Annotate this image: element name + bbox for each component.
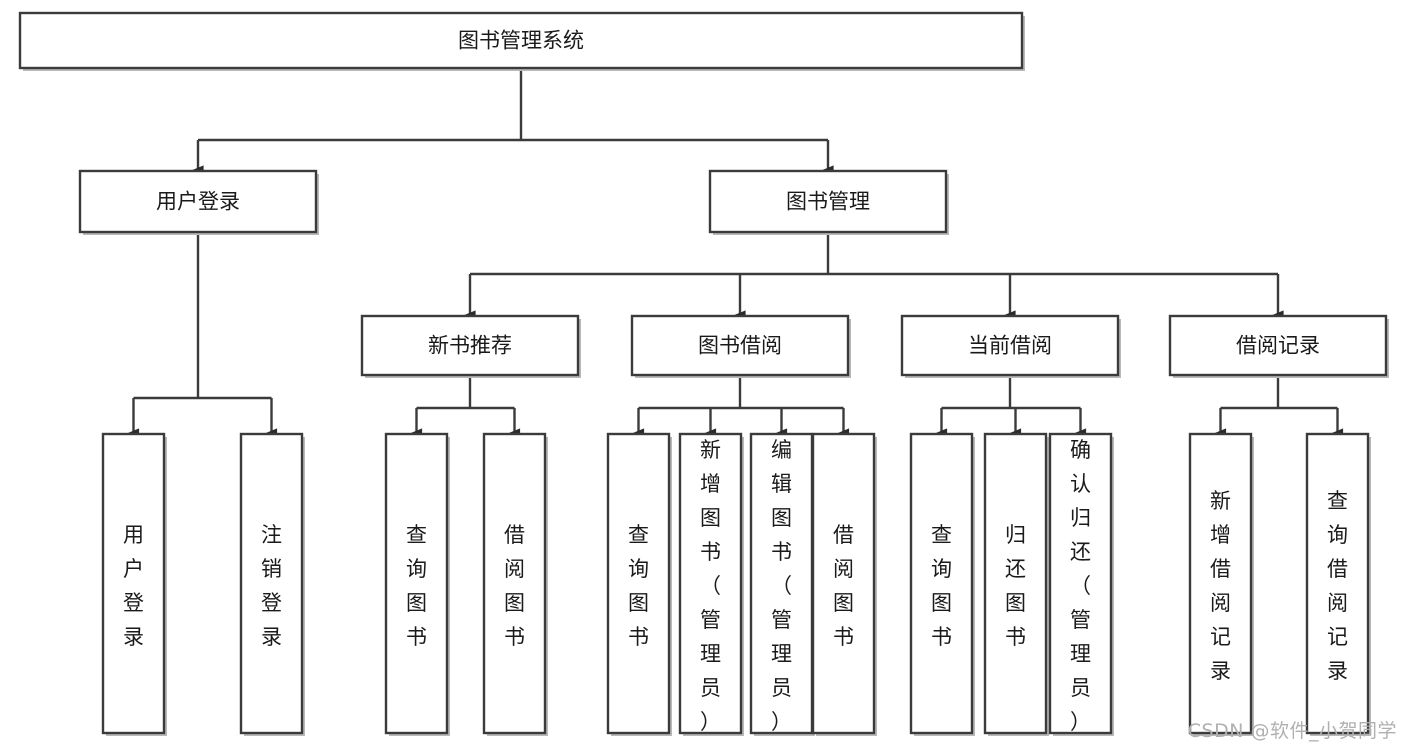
node-labels: 图书管理系统用户登录图书管理新书推荐图书借阅当前借阅借阅记录用户登录注销登录查询…	[123, 29, 1348, 735]
node-leaf-query-books-3-label: 查询图书	[931, 523, 952, 649]
node-leaf-query-books-1-label: 查询图书	[406, 523, 427, 649]
node-user-login[interactable]	[78, 169, 318, 234]
node-book-borrow-label: 图书借阅	[698, 334, 782, 358]
node-leaf-add-book-label: 新增图书（管理员）	[700, 438, 721, 734]
node-leaf-user-login[interactable]	[101, 432, 166, 735]
node-leaf-confirm-return-label: 确认归还（管理员）	[1070, 438, 1091, 734]
node-current-borrow-label: 当前借阅	[968, 334, 1052, 358]
node-leaf-return-books[interactable]	[983, 432, 1048, 735]
node-leaf-add-book[interactable]	[678, 432, 743, 735]
node-book-manage-label: 图书管理	[786, 190, 870, 214]
node-leaf-query-borrow-record[interactable]	[1305, 432, 1370, 735]
node-leaf-query-books-1[interactable]	[384, 432, 449, 735]
node-borrow-record-label: 借阅记录	[1236, 334, 1320, 358]
node-leaf-query-books-2[interactable]	[606, 432, 671, 735]
node-root[interactable]	[18, 11, 1024, 70]
node-leaf-add-borrow-record[interactable]	[1188, 432, 1253, 735]
node-leaf-borrow-books-2[interactable]	[811, 432, 876, 735]
node-leaf-query-borrow-record-label: 查询借阅记录	[1327, 489, 1348, 683]
node-leaf-confirm-return[interactable]	[1048, 432, 1113, 735]
node-leaf-user-login-label: 用户登录	[123, 523, 144, 649]
node-leaf-borrow-books-1[interactable]	[482, 432, 547, 735]
node-leaf-edit-book-label: 编辑图书（管理员）	[771, 438, 792, 734]
node-new-book-recommend[interactable]	[360, 314, 580, 377]
node-leaf-add-borrow-record-label: 新增借阅记录	[1210, 489, 1231, 683]
node-current-borrow[interactable]	[900, 314, 1120, 377]
node-leaf-query-books-2-label: 查询图书	[628, 523, 649, 649]
node-leaf-borrow-books-2-label: 借阅图书	[833, 523, 854, 649]
node-boxes	[18, 11, 1388, 735]
node-leaf-query-books-3[interactable]	[909, 432, 974, 735]
node-borrow-record[interactable]	[1168, 314, 1388, 377]
node-new-book-recommend-label: 新书推荐	[428, 334, 512, 358]
node-leaf-logout-login[interactable]	[239, 432, 304, 735]
connector-lines	[127, 68, 1344, 438]
node-leaf-return-books-label: 归还图书	[1005, 523, 1026, 649]
node-book-manage[interactable]	[708, 169, 948, 234]
node-leaf-borrow-books-1-label: 借阅图书	[504, 523, 525, 649]
node-user-login-label: 用户登录	[156, 190, 240, 214]
node-leaf-logout-login-label: 注销登录	[261, 523, 282, 649]
node-book-borrow[interactable]	[630, 314, 850, 377]
node-root-label: 图书管理系统	[458, 29, 584, 53]
node-leaf-edit-book[interactable]	[749, 432, 814, 735]
